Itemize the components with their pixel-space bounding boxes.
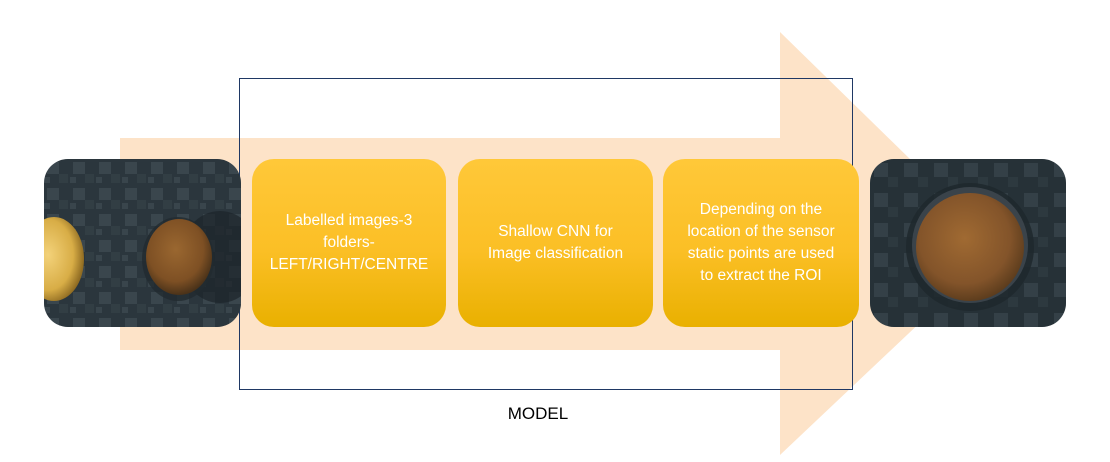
step-shallow-cnn: Shallow CNN for Image classification (458, 159, 653, 327)
output-roi-image (870, 159, 1066, 327)
sensor-closeup-image (44, 159, 241, 327)
cropped-roi-image (870, 159, 1066, 327)
step-extract-roi: Depending on the location of the sensor … (663, 159, 859, 327)
step-labelled-images-text: Labelled images-3 folders- LEFT/RIGHT/CE… (269, 212, 429, 273)
step-shallow-cnn-text: Shallow CNN for Image classification (487, 223, 624, 262)
step-labelled-images: Labelled images-3 folders- LEFT/RIGHT/CE… (252, 159, 446, 327)
model-label: MODEL (507, 404, 569, 423)
step-extract-roi-text: Depending on the location of the sensor … (687, 201, 835, 284)
input-sensor-image (44, 159, 241, 327)
